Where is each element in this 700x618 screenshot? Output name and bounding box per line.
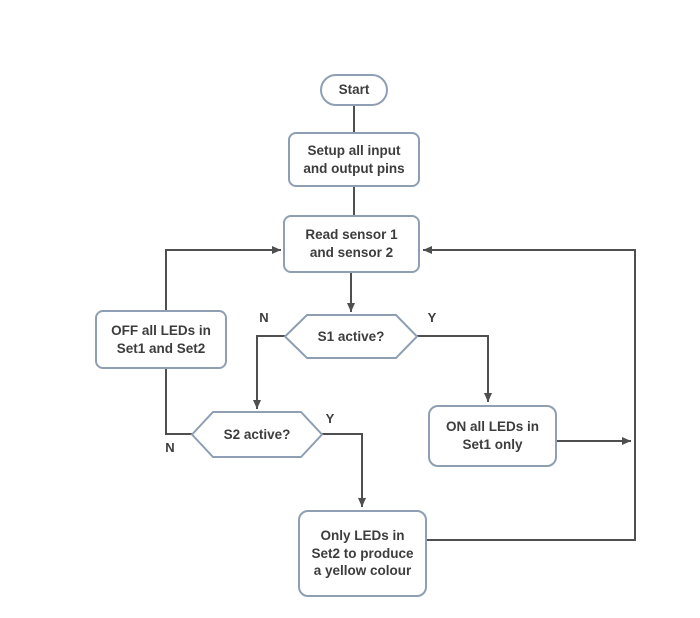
node-off-all-leds-label: OFF all LEDs in Set1 and Set2: [111, 322, 211, 356]
node-setup-pins: Setup all input and output pins: [288, 132, 420, 187]
node-setup-pins-label: Setup all input and output pins: [303, 142, 405, 176]
node-start-label: Start: [338, 82, 370, 98]
node-read-sensors-label: Read sensor 1 and sensor 2: [305, 227, 398, 260]
edge-off-to-read: [165, 246, 281, 311]
branch-label-s2-no: N: [165, 439, 175, 455]
decision-s1-label: S1 active?: [317, 329, 385, 344]
branch-label-s1-no: N: [259, 309, 269, 325]
branch-label-s2-yes: Y: [325, 410, 335, 426]
edge-s2-yes-to-only: [322, 433, 366, 507]
node-on-set1-leds: ON all LEDs in Set1 only: [428, 405, 557, 467]
decision-s2-label: S2 active?: [223, 427, 291, 442]
edge-s2-no-to-off: [165, 369, 192, 435]
decision-s1: S1 active?: [285, 315, 417, 358]
node-only-set2-yellow: Only LEDs in Set2 to produce a yellow co…: [298, 510, 427, 597]
decision-s1-shape: [283, 314, 419, 359]
node-read-sensors: Read sensor 1 and sensor 2: [283, 215, 420, 273]
node-off-all-leds: OFF all LEDs in Set1 and Set2: [95, 310, 227, 369]
decision-s2: S2 active?: [192, 412, 322, 457]
edge-s1-yes-to-on: [417, 335, 492, 402]
edge-s1-no-to-s2: [253, 335, 285, 409]
edge-only-to-read: [423, 246, 636, 541]
node-start: Start: [320, 74, 388, 106]
branch-label-s1-yes: Y: [427, 309, 437, 325]
decision-s2-shape: [190, 411, 324, 458]
node-on-set1-leds-label: ON all LEDs in Set1 only: [445, 419, 540, 452]
node-only-set2-yellow-label: Only LEDs in Set2 to produce a yellow co…: [311, 527, 414, 579]
